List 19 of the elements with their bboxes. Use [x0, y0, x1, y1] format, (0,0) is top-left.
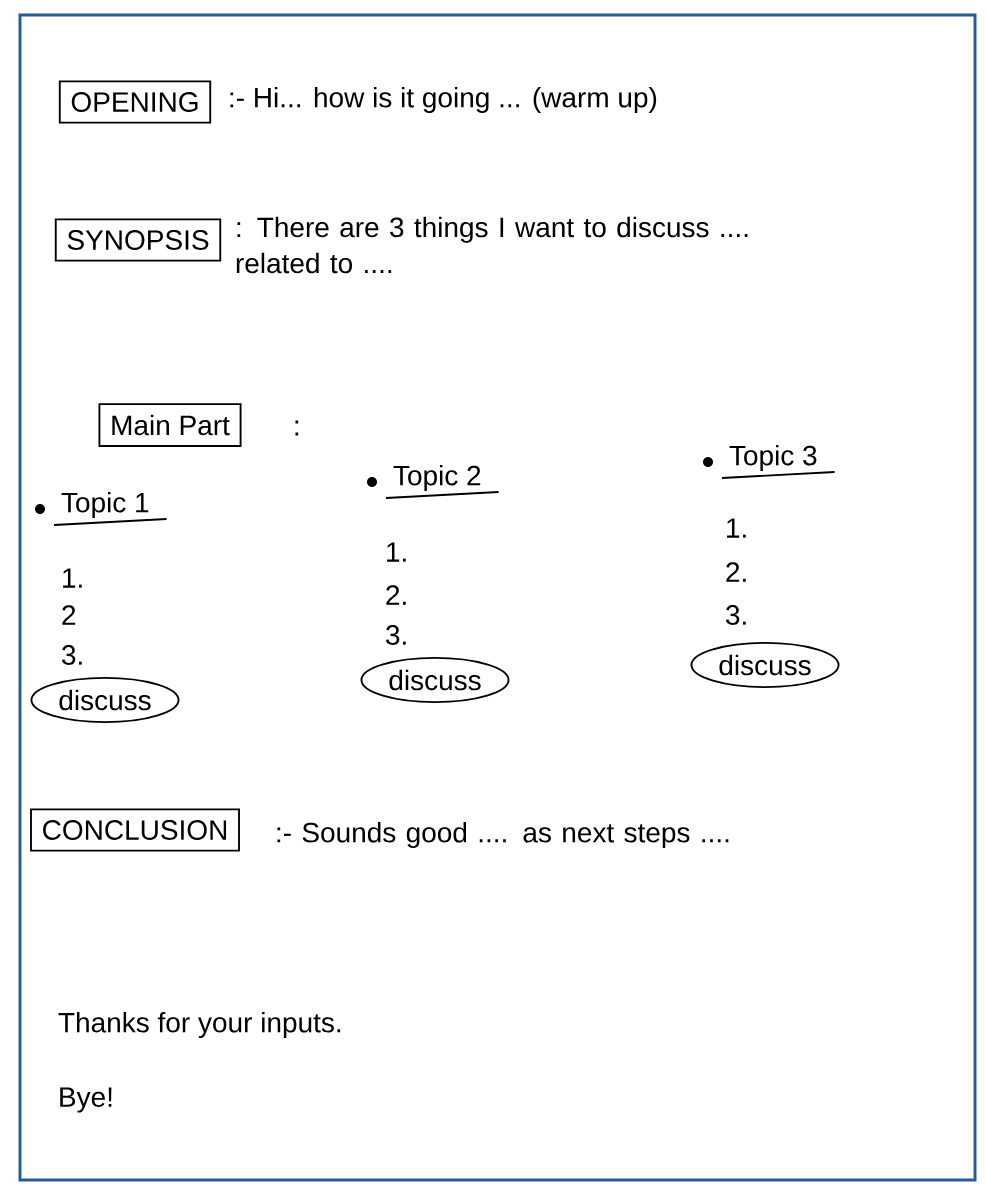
- colon: :: [295, 420, 299, 436]
- topic-heading: Topic 1: [35, 491, 168, 526]
- section-box: SYNOPSIS: [54, 218, 222, 262]
- sentence: Thanks for your inputs.: [58, 1011, 341, 1039]
- sentence: :- Sounds good .... as next steps ....: [277, 821, 729, 849]
- list-number: 2.: [726, 562, 746, 582]
- topic-heading: Topic 3: [703, 444, 836, 479]
- list-number: 1.: [63, 568, 82, 588]
- topic-heading: Topic 2: [367, 464, 500, 499]
- section-box: CONCLUSION: [30, 808, 240, 852]
- list-number: 1.: [727, 518, 746, 538]
- sentence: :- Hi... how is it going ... (warm up): [230, 86, 657, 114]
- sentence: : There are 3 things I want to discuss .... related to ....: [236, 216, 748, 274]
- list-number: 2: [62, 605, 76, 625]
- list-number: 1.: [387, 542, 406, 562]
- sentence: Bye!: [60, 1087, 112, 1113]
- section-box: Main Part: [98, 403, 242, 447]
- list-number: 2.: [386, 585, 406, 605]
- section-box: OPENING: [58, 80, 212, 124]
